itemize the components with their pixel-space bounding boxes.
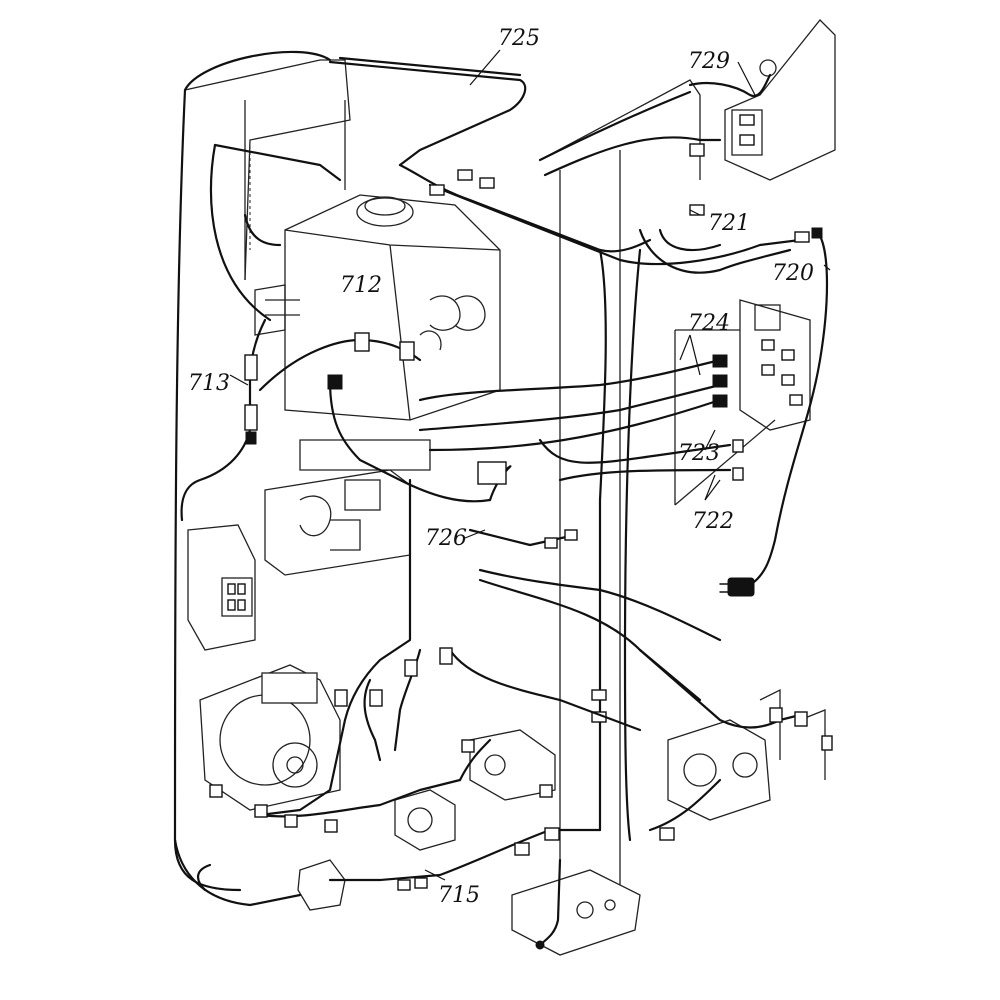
right-valve-assembly xyxy=(667,688,826,821)
callout-729: 729 xyxy=(688,49,730,74)
heat-exchanger-icon xyxy=(254,194,501,471)
burner-assembly xyxy=(264,469,411,576)
gas-valve-icon xyxy=(297,729,556,911)
callout-715: 715 xyxy=(438,883,480,908)
callout-713: 713 xyxy=(188,371,230,396)
callout-724: 724 xyxy=(688,311,730,336)
callout-leaders xyxy=(229,49,831,881)
power-plug-icon xyxy=(719,228,829,597)
blower-motor-icon xyxy=(199,664,341,811)
callout-labels: 725 729 721 720 712 724 713 723 722 726 … xyxy=(188,26,814,908)
wiring-harness xyxy=(173,50,833,950)
switch-plate xyxy=(187,524,256,651)
callout-721: 721 xyxy=(708,211,750,236)
cabinet-outline xyxy=(184,59,701,890)
callout-722: 722 xyxy=(692,509,734,534)
callout-712: 712 xyxy=(340,273,382,298)
bottom-bracket xyxy=(511,869,641,956)
callout-723: 723 xyxy=(678,441,720,466)
control-board-icon xyxy=(674,299,811,506)
callout-720: 720 xyxy=(772,261,814,286)
callout-726: 726 xyxy=(425,526,467,551)
junction-box xyxy=(724,19,836,181)
callout-725: 725 xyxy=(498,26,540,51)
